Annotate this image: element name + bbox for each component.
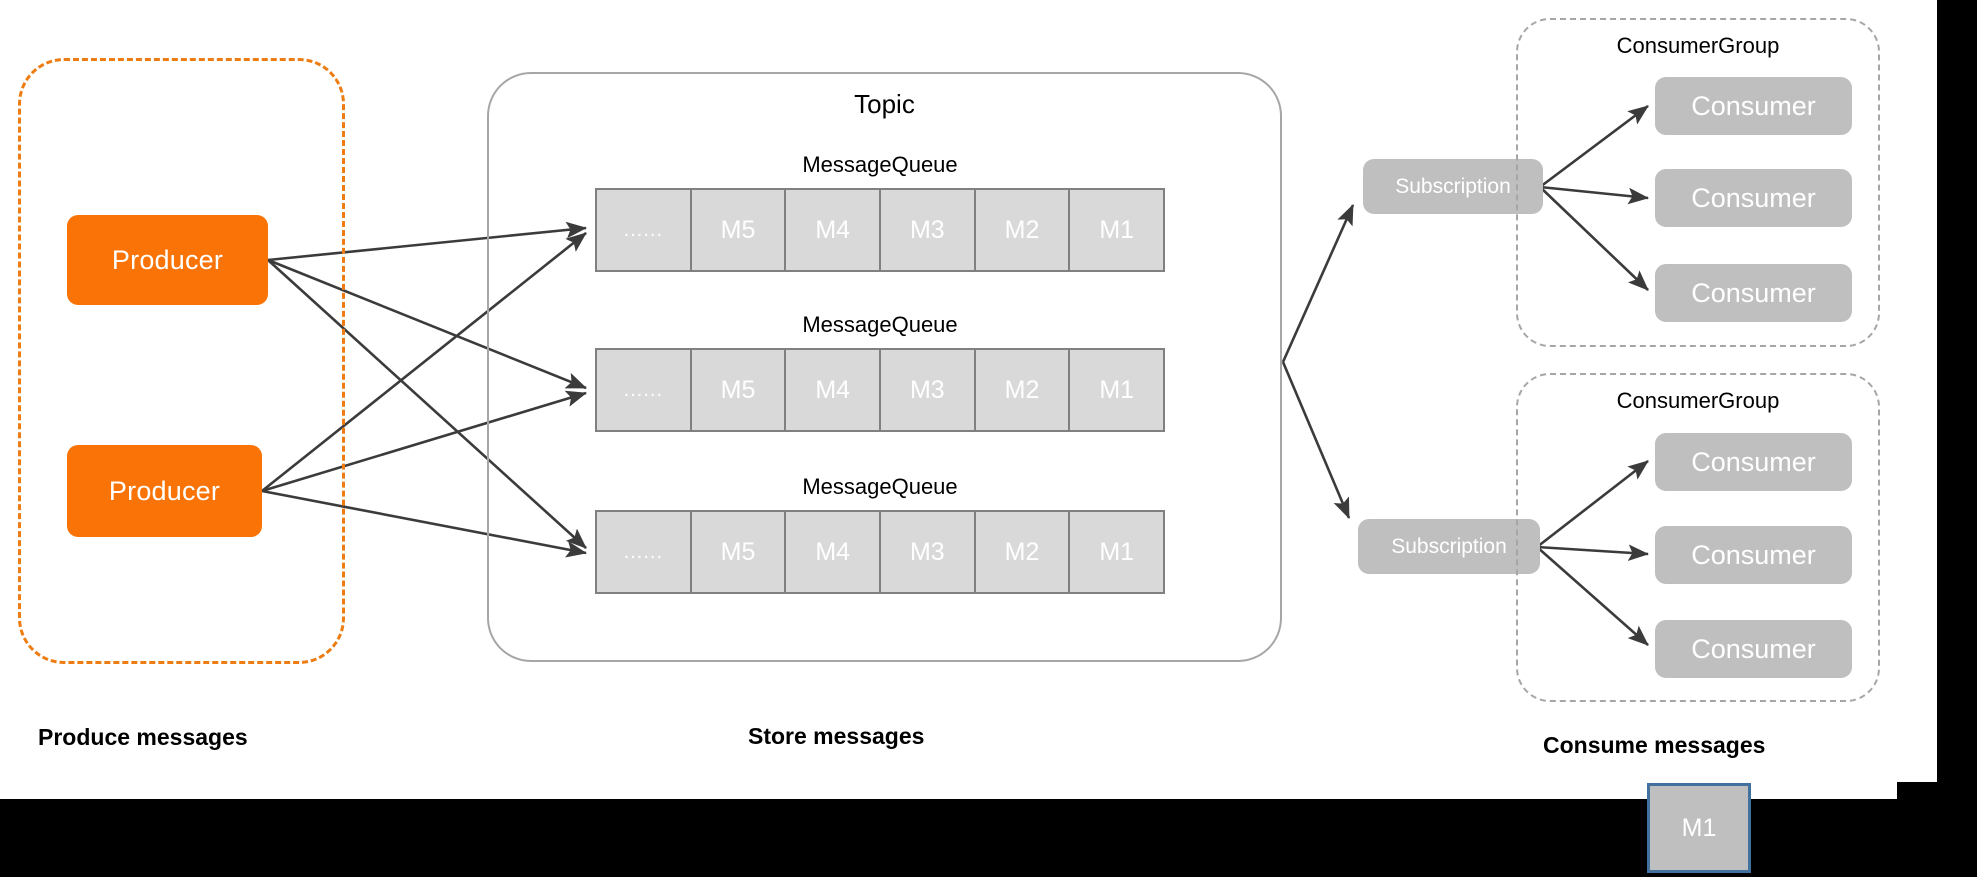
producer-label: Producer bbox=[111, 244, 224, 275]
queue-cell[interactable]: M2 bbox=[976, 350, 1071, 430]
message-queue-title-2: MessageQueue bbox=[802, 312, 958, 337]
subscription-label: Subscription bbox=[1391, 534, 1507, 558]
message-queue-1: ...... M5 M4 M3 M2 M1 bbox=[595, 188, 1165, 272]
producer-box-1[interactable]: Producer bbox=[67, 215, 268, 305]
queue-cell[interactable]: M1 bbox=[1099, 215, 1135, 244]
queue-cell[interactable]: M2 bbox=[976, 512, 1071, 592]
queue-cell[interactable]: ...... bbox=[597, 512, 692, 592]
producer-box-2[interactable]: Producer bbox=[67, 445, 262, 537]
consumer-box-1-3[interactable]: Consumer bbox=[1655, 264, 1852, 322]
consumer-box-2-1[interactable]: Consumer bbox=[1655, 433, 1852, 491]
consumer-box-2-3[interactable]: Consumer bbox=[1655, 620, 1852, 678]
queue-cell[interactable]: M1 bbox=[1099, 537, 1135, 566]
message-queue-2: ...... M5 M4 M3 M2 M1 bbox=[595, 348, 1165, 432]
subscription-box-1[interactable]: Subscription bbox=[1363, 159, 1543, 214]
queue-cell[interactable]: M5 bbox=[692, 350, 787, 430]
topic-title: Topic bbox=[854, 89, 915, 119]
consumer-label: Consumer bbox=[1691, 182, 1816, 213]
queue-cell[interactable]: M1 bbox=[1099, 375, 1135, 404]
queue-cell[interactable]: M3 bbox=[881, 512, 976, 592]
queue-cell[interactable]: M5 bbox=[692, 190, 787, 270]
floating-message-m1[interactable]: M1 bbox=[1647, 783, 1751, 873]
store-messages-caption: Store messages bbox=[748, 723, 925, 749]
consumer-label: Consumer bbox=[1691, 539, 1816, 570]
producer-zone-container bbox=[18, 58, 345, 664]
consumer-group-container-2 bbox=[1516, 373, 1880, 702]
queue-cell[interactable]: M3 bbox=[881, 190, 976, 270]
message-queue-title-3: MessageQueue bbox=[802, 474, 958, 499]
producer-label: Producer bbox=[108, 475, 221, 506]
subscription-label: Subscription bbox=[1395, 174, 1511, 198]
consumer-group-title-2: ConsumerGroup bbox=[1616, 388, 1780, 413]
queue-cell[interactable]: M5 bbox=[692, 512, 787, 592]
queue-cell[interactable]: ...... bbox=[597, 190, 692, 270]
message-queue-3: ...... M5 M4 M3 M2 M1 bbox=[595, 510, 1165, 594]
drawing-sheet-strip bbox=[0, 782, 1897, 799]
consumer-group-title-1: ConsumerGroup bbox=[1616, 33, 1780, 58]
queue-cell[interactable]: M2 bbox=[976, 190, 1071, 270]
topic-container bbox=[487, 72, 1282, 662]
consumer-label: Consumer bbox=[1691, 90, 1816, 121]
floating-message-label: M1 bbox=[1681, 813, 1717, 842]
consumer-label: Consumer bbox=[1691, 277, 1816, 308]
consumer-label: Consumer bbox=[1691, 446, 1816, 477]
consumer-label: Consumer bbox=[1691, 633, 1816, 664]
queue-cell[interactable]: ...... bbox=[597, 350, 692, 430]
consumer-box-2-2[interactable]: Consumer bbox=[1655, 526, 1852, 584]
queue-cell[interactable]: M4 bbox=[786, 190, 882, 270]
consume-messages-caption: Consume messages bbox=[1543, 732, 1766, 758]
consumer-group-container-1 bbox=[1516, 18, 1880, 347]
consumer-box-1-2[interactable]: Consumer bbox=[1655, 169, 1852, 227]
consumer-box-1-1[interactable]: Consumer bbox=[1655, 77, 1852, 135]
message-queue-title-1: MessageQueue bbox=[802, 152, 958, 177]
queue-cell[interactable]: M4 bbox=[786, 512, 882, 592]
queue-cell[interactable]: M3 bbox=[881, 350, 976, 430]
queue-cell[interactable]: M4 bbox=[786, 350, 882, 430]
subscription-box-2[interactable]: Subscription bbox=[1358, 519, 1540, 574]
produce-messages-caption: Produce messages bbox=[38, 724, 248, 750]
